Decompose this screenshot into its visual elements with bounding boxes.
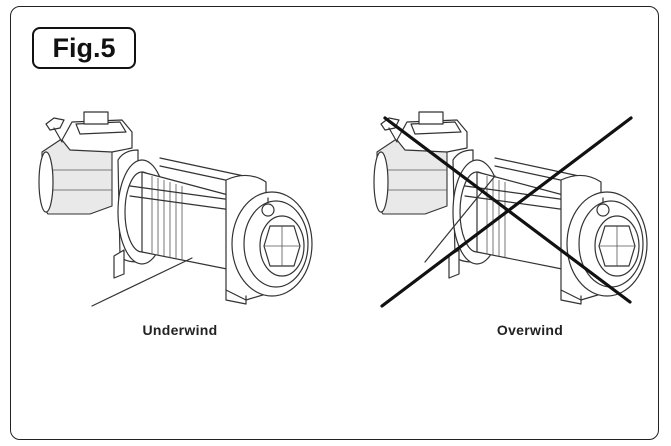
cross-line-2 — [380, 116, 633, 308]
winch-underwind-icon — [38, 111, 313, 307]
winch-overwind-crossed-icon — [373, 111, 648, 308]
caption-overwind: Overwind — [496, 322, 564, 338]
figure-label: Fig.5 — [32, 27, 136, 69]
figure-frame — [10, 6, 659, 440]
caption-underwind: Underwind — [142, 322, 218, 338]
